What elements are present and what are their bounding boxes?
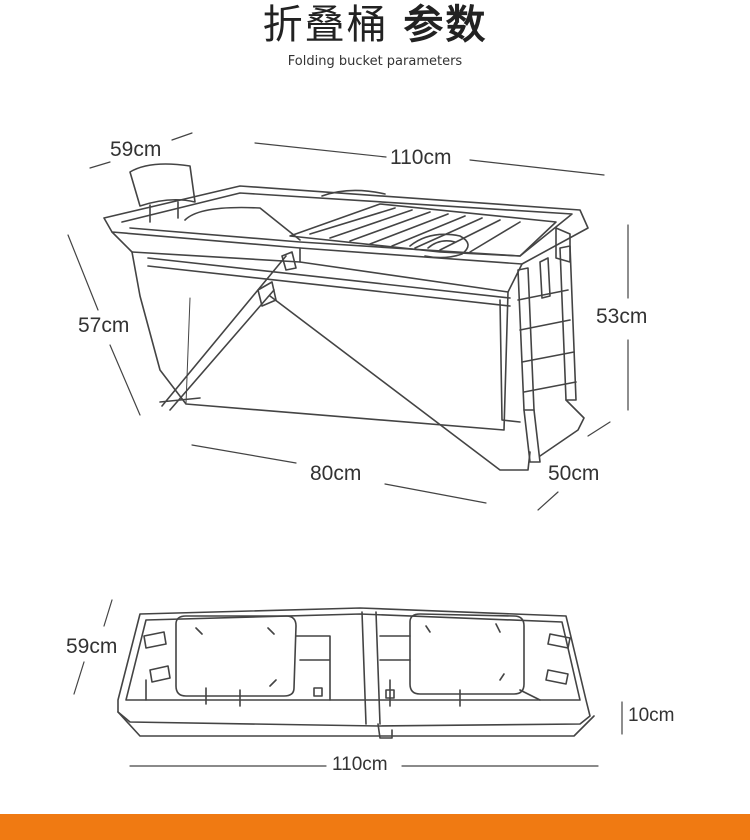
tub-illustration: [103, 163, 589, 471]
title-bold: 参数: [403, 2, 488, 48]
dim-length-top: 110cm: [390, 146, 452, 169]
dim-folded-length: 110cm: [332, 754, 388, 775]
dim-bottom-width: 50cm: [548, 462, 600, 485]
dim-folded-thickness: 10cm: [628, 705, 675, 726]
dim-side-length: 57cm: [78, 314, 130, 337]
dimension-lines-folded: [73, 599, 623, 767]
dim-folded-width: 59cm: [66, 635, 118, 658]
section-banner: [0, 814, 750, 840]
dim-bottom-length: 80cm: [310, 462, 362, 485]
title-light: 折叠桶: [262, 2, 389, 48]
dim-headrest-width: 59cm: [110, 138, 162, 161]
page-subtitle: Folding bucket parameters: [287, 54, 463, 69]
dimension-lines-upper: [67, 132, 629, 511]
folded-bucket-illustration: [117, 607, 595, 739]
page-title: 折叠桶 参数: [0, 2, 750, 48]
dim-height: 53cm: [596, 305, 648, 328]
